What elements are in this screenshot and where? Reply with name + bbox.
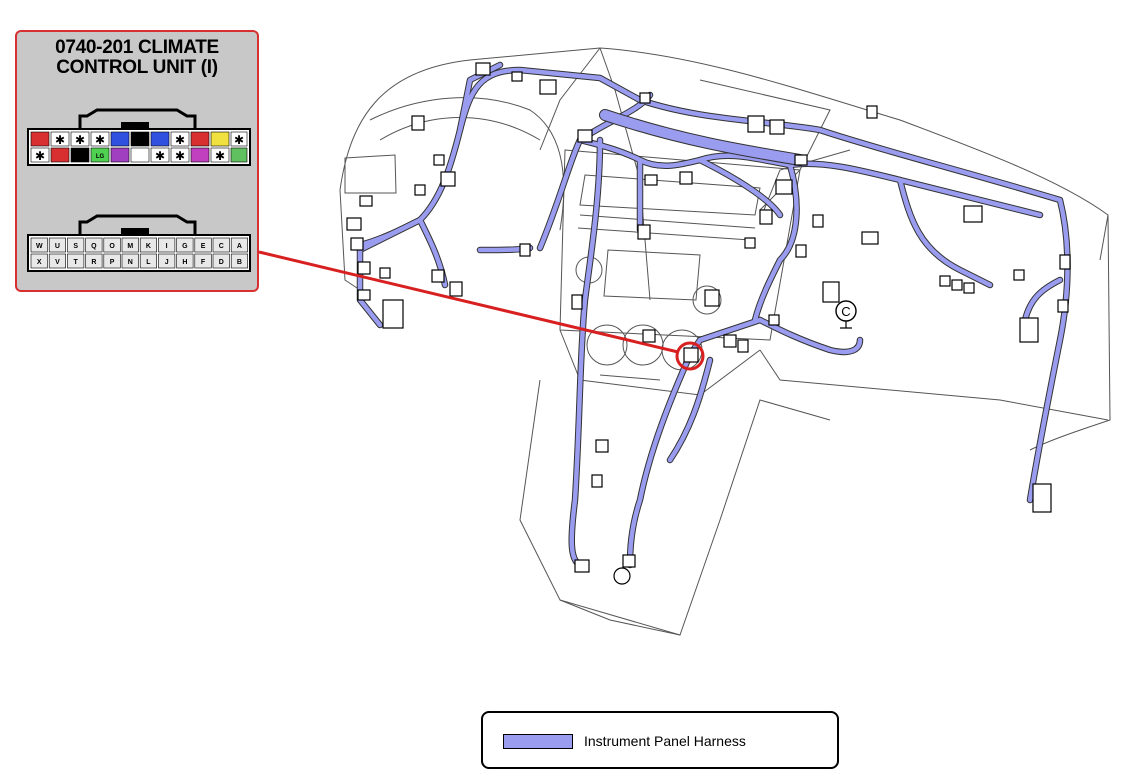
svg-text:✱: ✱: [215, 149, 225, 163]
connector-pin-cell: [121, 237, 139, 253]
svg-text:✱: ✱: [95, 133, 105, 147]
svg-text:✱: ✱: [55, 133, 65, 147]
connector-pin-cell: [230, 237, 248, 253]
connector-pin-label: E: [201, 243, 206, 250]
instrument-panel-harness: [356, 61, 1071, 569]
connector-pin-label: U: [55, 243, 60, 250]
svg-text:✱: ✱: [155, 149, 165, 163]
connector-pin-cell: [176, 237, 194, 253]
callout-title: 0740-201 CLIMATE CONTROL UNIT (I): [17, 38, 257, 78]
svg-text:✱: ✱: [35, 149, 45, 163]
connector-pin-label: V: [55, 259, 60, 266]
connector-pin-cell: [67, 237, 85, 253]
connector-pin-cell: [158, 237, 176, 253]
connector-pin-cell: [30, 237, 48, 253]
connector-pin-cell: [103, 237, 121, 253]
connector-pin-label: W: [36, 243, 43, 250]
ground-marker: C: [835, 300, 857, 329]
connector-pin-label: L: [146, 259, 151, 266]
connector-pin-label: P: [110, 259, 115, 266]
connector-pin-cell: [176, 253, 194, 269]
connector-pin-label: O: [109, 243, 115, 250]
cigarette-lighter-icon: [613, 567, 631, 585]
connector-pin-label: C: [219, 243, 224, 250]
connector-pin-cell: [139, 253, 157, 269]
connector-pin-cell: [212, 253, 230, 269]
connector-pin-label: M: [127, 243, 133, 250]
connector-callout: 0740-201 CLIMATE CONTROL UNIT (I): [15, 30, 259, 292]
connector-pin-cell: [230, 253, 248, 269]
svg-text:✱: ✱: [175, 149, 185, 163]
connector-pin-cell: [103, 253, 121, 269]
connector-pin-label: S: [73, 243, 78, 250]
callout-title-line1: 0740-201 CLIMATE: [55, 37, 219, 58]
callout-leader-line: [258, 250, 679, 354]
connector-pin-cell: [48, 253, 67, 269]
connector-pin-label: J: [165, 259, 169, 266]
connector-pin-cell: [30, 253, 48, 269]
connector-pin-label: X: [37, 259, 42, 266]
connector-pin-label: N: [128, 259, 133, 266]
connector-pin-label: F: [201, 259, 206, 266]
connector-pin-cell: [212, 237, 230, 253]
ground-marker-label: C: [841, 304, 850, 319]
colored-pin-label: LG: [96, 154, 105, 160]
connector-pin-cell: [139, 237, 157, 253]
dashboard-outline: [339, 47, 1111, 636]
connector-pin-label: K: [146, 243, 151, 250]
legend-harness-swatch: [503, 734, 573, 749]
connector-pin-label: B: [237, 259, 242, 266]
connector-pin-label: G: [182, 243, 188, 250]
svg-text:✱: ✱: [234, 133, 244, 147]
connector-pin-cell: [194, 237, 212, 253]
svg-text:✱: ✱: [75, 133, 85, 147]
legend-harness-label: Instrument Panel Harness: [584, 733, 746, 749]
connector-pin-cell: [48, 237, 67, 253]
connector-wire-side-view: ✱ ✱ ✱ ✱ ✱ ✱ ✱ ✱ ✱ LG W U S Q O M K I G E C A X V T R P N L J H F D B: [27, 108, 251, 272]
connector-pin-label: R: [91, 259, 96, 266]
connector-pin-label: Q: [91, 243, 97, 250]
connector-pin-label: A: [237, 243, 242, 250]
legend: Instrument Panel Harness: [481, 711, 839, 769]
connector-pin-cell: [85, 237, 103, 253]
connector-pin-label: D: [219, 259, 224, 266]
climate-control-connector-highlight: [675, 341, 705, 371]
connector-pin-label: H: [182, 259, 187, 266]
connector-pin-cell: [85, 253, 103, 269]
svg-text:✱: ✱: [175, 133, 185, 147]
connector-pin-cell: [121, 253, 139, 269]
connector-pin-label: I: [166, 243, 168, 250]
connector-pin-label: T: [74, 259, 79, 266]
connector-pin-cell: [194, 253, 212, 269]
connector-pin-cell: [67, 253, 85, 269]
callout-title-line2: CONTROL UNIT (I): [56, 57, 218, 78]
connector-pin-cell: [158, 253, 176, 269]
harness-connectors: [346, 62, 1071, 573]
gauge-circles: [575, 256, 722, 371]
